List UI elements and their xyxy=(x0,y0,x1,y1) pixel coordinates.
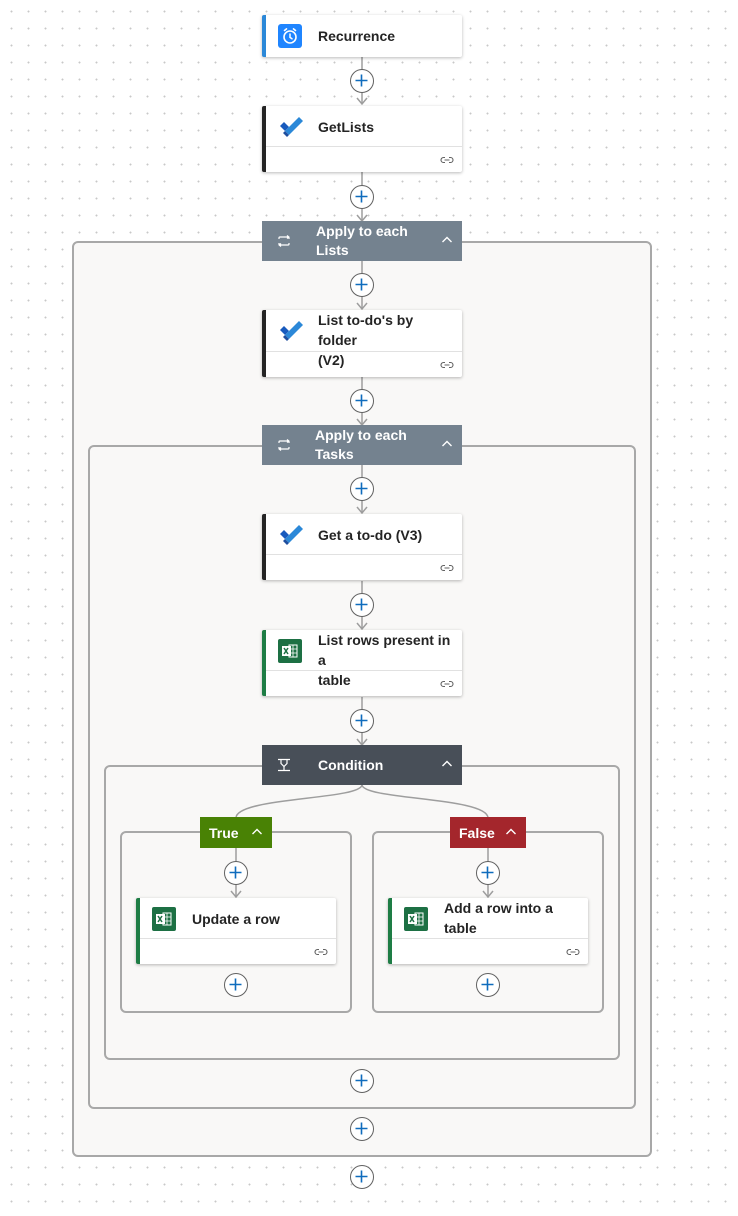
add-step-button[interactable] xyxy=(350,709,374,733)
excel-icon xyxy=(278,639,302,663)
link-icon[interactable] xyxy=(440,154,454,166)
chevron-up-icon[interactable] xyxy=(440,437,454,451)
link-icon[interactable] xyxy=(566,946,580,958)
alarm-clock-icon xyxy=(278,24,302,48)
false-branch-header[interactable]: False xyxy=(450,817,526,848)
card-title: List to-do's by folder(V2) xyxy=(318,312,414,368)
add-step-button[interactable] xyxy=(224,861,248,885)
header-title: Condition xyxy=(318,757,384,773)
getlists-action-card[interactable]: GetLists xyxy=(262,106,462,172)
add-step-button[interactable] xyxy=(476,973,500,997)
loop-icon xyxy=(278,439,290,451)
link-icon[interactable] xyxy=(314,946,328,958)
card-title: Get a to-do (V3) xyxy=(318,527,423,543)
link-icon[interactable] xyxy=(440,562,454,574)
microsoft-todo-icon xyxy=(278,523,303,547)
condition-header[interactable]: Condition xyxy=(262,745,462,785)
add-step-button[interactable] xyxy=(350,185,374,209)
excel-icon xyxy=(404,907,428,931)
link-icon[interactable] xyxy=(440,359,454,371)
excel-icon xyxy=(152,907,176,931)
true-branch-header[interactable]: True xyxy=(200,817,272,848)
add-step-button[interactable] xyxy=(350,69,374,93)
card-title: Update a row xyxy=(192,911,280,927)
microsoft-todo-icon xyxy=(278,115,303,139)
chevron-up-icon[interactable] xyxy=(250,825,264,839)
add-step-button[interactable] xyxy=(350,1117,374,1141)
list-todos-by-folder-card[interactable]: List to-do's by folder(V2) xyxy=(262,310,462,377)
add-step-button[interactable] xyxy=(350,1069,374,1093)
add-step-button[interactable] xyxy=(350,1165,374,1189)
add-step-button[interactable] xyxy=(350,477,374,501)
microsoft-todo-icon xyxy=(278,319,303,343)
chevron-up-icon[interactable] xyxy=(440,757,454,771)
get-a-todo-card[interactable]: Get a to-do (V3) xyxy=(262,514,462,580)
card-title: GetLists xyxy=(318,119,375,135)
update-a-row-card[interactable]: Update a row xyxy=(136,898,336,964)
add-step-button[interactable] xyxy=(350,593,374,617)
chevron-up-icon[interactable] xyxy=(440,233,454,247)
add-step-button[interactable] xyxy=(224,973,248,997)
add-step-button[interactable] xyxy=(476,861,500,885)
card-title: Recurrence xyxy=(318,28,396,44)
add-step-button[interactable] xyxy=(350,389,374,413)
recurrence-trigger-card[interactable]: Recurrence xyxy=(262,15,462,57)
chevron-up-icon[interactable] xyxy=(504,825,518,839)
add-step-button[interactable] xyxy=(350,273,374,297)
condition-icon xyxy=(278,758,290,772)
loop-icon xyxy=(278,235,290,247)
link-icon[interactable] xyxy=(440,678,454,690)
